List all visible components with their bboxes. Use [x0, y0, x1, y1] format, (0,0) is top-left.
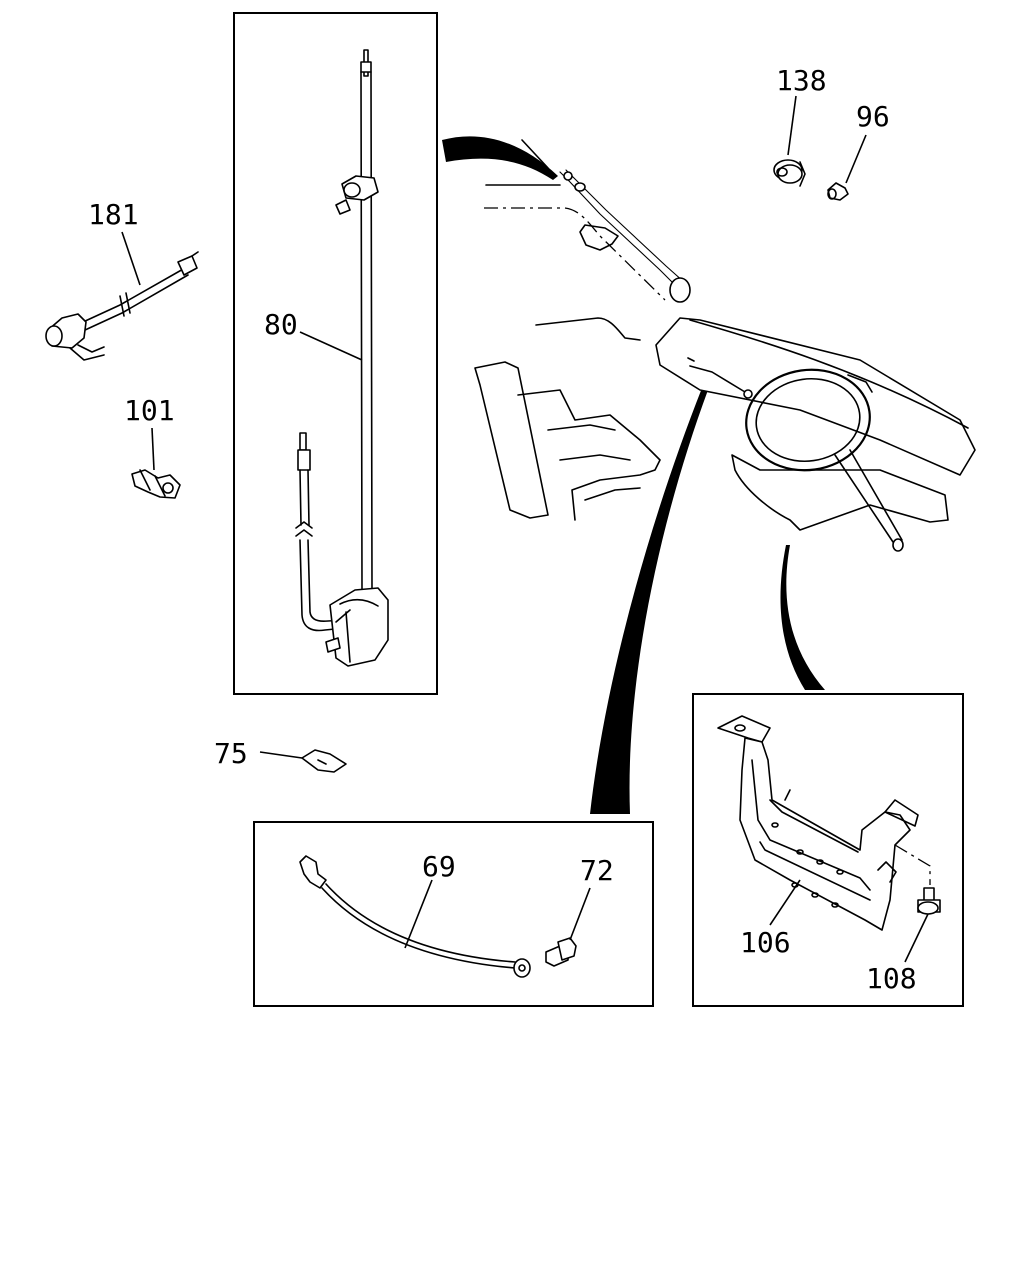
part-101-clip-drawing: [131, 469, 181, 499]
part-75-clip-drawing: [301, 749, 347, 773]
leader-80: [299, 331, 363, 361]
leader-69: [404, 879, 433, 949]
part-138-grommet-drawing: [773, 159, 806, 187]
callout-181: 181: [88, 198, 139, 231]
vehicle-cab-illustration: [474, 139, 976, 552]
part-72-bolt-drawing: [545, 937, 577, 967]
callout-106: 106: [740, 926, 791, 959]
leader-96: [845, 134, 867, 184]
part-108-screw-drawing: [917, 887, 941, 915]
leader-75: [259, 751, 303, 759]
leader-101: [151, 427, 155, 471]
leader-106: [769, 879, 801, 926]
antenna-detail-frame: [233, 12, 438, 695]
callout-80: 80: [264, 308, 298, 341]
callout-108: 108: [866, 962, 917, 995]
swoosh-to-bracket: [780, 545, 825, 690]
leader-181: [121, 231, 141, 286]
callout-75: 75: [214, 737, 248, 770]
swoosh-to-ground-strap: [590, 388, 708, 814]
part-181-cable-drawing: [45, 251, 199, 361]
callout-69: 69: [422, 850, 456, 883]
leader-72: [569, 887, 591, 941]
part-106-bracket-drawing: [717, 715, 931, 931]
swoosh-to-antenna: [442, 136, 558, 180]
leader-138: [787, 95, 797, 156]
callout-138: 138: [776, 64, 827, 97]
ground-strap-detail-frame: [253, 821, 654, 1007]
callout-72: 72: [580, 854, 614, 887]
part-80-antenna-drawing: [295, 49, 389, 667]
bracket-detail-frame: [692, 693, 964, 1007]
callout-101: 101: [124, 394, 175, 427]
leader-108: [904, 913, 929, 963]
part-96-screw-drawing: [827, 182, 849, 201]
callout-96: 96: [856, 100, 890, 133]
part-69-ground-strap-drawing: [299, 855, 531, 978]
